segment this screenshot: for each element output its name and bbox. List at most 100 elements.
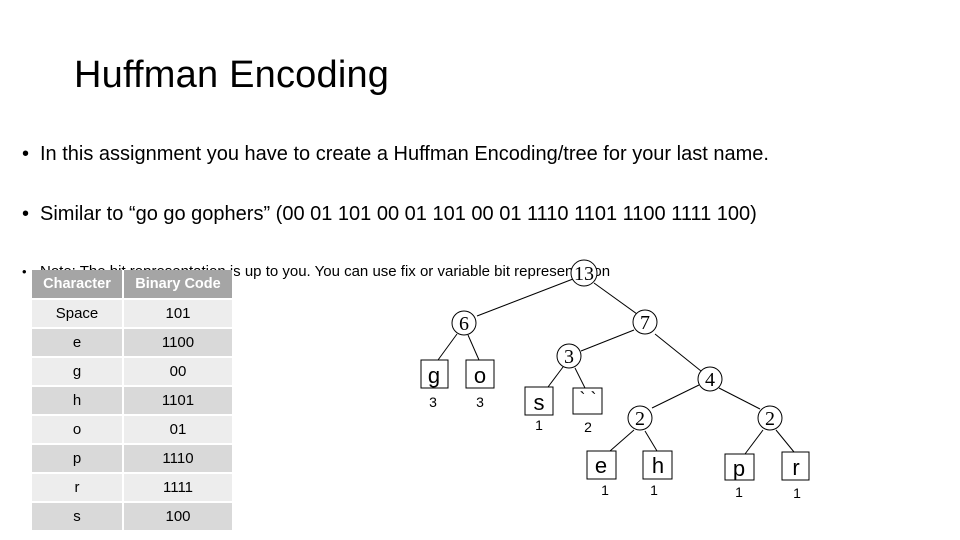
tree-edge bbox=[580, 329, 635, 352]
tree-edge bbox=[644, 430, 658, 452]
leaf-freq: 1 bbox=[601, 482, 609, 498]
table-cell-character: o bbox=[32, 415, 124, 445]
node-value: 2 bbox=[765, 408, 775, 430]
tree-edges bbox=[437, 278, 795, 455]
leaf-box bbox=[420, 359, 449, 389]
tree-edge bbox=[775, 429, 795, 453]
tree-edge bbox=[437, 333, 458, 361]
node-value: 6 bbox=[459, 313, 469, 335]
table-cell-code: 00 bbox=[123, 357, 234, 387]
leaf-freq: 3 bbox=[476, 394, 484, 410]
node-value: 7 bbox=[640, 312, 650, 334]
table-cell-character: s bbox=[32, 502, 124, 532]
leaf-box bbox=[642, 450, 673, 480]
leaf-freq: 3 bbox=[429, 394, 437, 410]
tree-edge bbox=[574, 367, 586, 389]
table-cell-character: p bbox=[32, 444, 124, 474]
node-2-left: 2 bbox=[627, 405, 653, 431]
leaf-g: g 3 bbox=[420, 359, 449, 410]
table-row: e 1100 bbox=[32, 328, 234, 358]
node-circle bbox=[451, 310, 477, 336]
leaf-freq: 2 bbox=[584, 419, 592, 435]
tree-edge bbox=[547, 366, 564, 388]
tree-edge bbox=[654, 333, 702, 372]
table-cell-code: 1110 bbox=[123, 444, 234, 474]
leaf-char: o bbox=[474, 363, 486, 388]
leaf-p: p 1 bbox=[724, 453, 755, 500]
leaf-char: s bbox=[534, 390, 545, 415]
table-cell-code: 1111 bbox=[123, 473, 234, 503]
leaf-box bbox=[524, 386, 554, 416]
node-circle bbox=[627, 405, 653, 431]
leaf-char: ` ` bbox=[580, 389, 597, 409]
column-header-binary-code: Binary Code bbox=[123, 270, 234, 300]
table-cell-code: 1100 bbox=[123, 328, 234, 358]
table-row: Space 101 bbox=[32, 299, 234, 329]
leaf-space: ` ` 2 bbox=[572, 387, 603, 435]
leaf-freq: 1 bbox=[735, 484, 743, 500]
node-circle bbox=[556, 343, 582, 369]
leaf-box bbox=[465, 359, 495, 389]
node-value: 13 bbox=[574, 263, 594, 285]
table-cell-code: 101 bbox=[123, 299, 234, 329]
node-13: 13 bbox=[570, 259, 598, 287]
leaf-char: e bbox=[595, 453, 607, 478]
table-cell-character: r bbox=[32, 473, 124, 503]
leaf-freq: 1 bbox=[793, 485, 801, 501]
table-row: p 1110 bbox=[32, 444, 234, 474]
leaf-char: g bbox=[428, 363, 440, 388]
leaf-s: s 1 bbox=[524, 386, 554, 433]
bullet-item: In this assignment you have to create a … bbox=[22, 142, 942, 166]
leaf-r: r 1 bbox=[781, 451, 810, 501]
node-value: 3 bbox=[564, 346, 574, 368]
leaf-box bbox=[781, 451, 810, 481]
table-cell-code: 1101 bbox=[123, 386, 234, 416]
table-row: o 01 bbox=[32, 415, 234, 445]
leaf-o: o 3 bbox=[465, 359, 495, 410]
node-circle bbox=[632, 309, 658, 335]
node-7: 7 bbox=[632, 309, 658, 335]
table-cell-character: h bbox=[32, 386, 124, 416]
tree-edge bbox=[593, 282, 638, 315]
table-row: r 1111 bbox=[32, 473, 234, 503]
table-row: s 100 bbox=[32, 502, 234, 532]
node-2-right: 2 bbox=[757, 405, 783, 431]
table-row: h 1101 bbox=[32, 386, 234, 416]
tree-edge bbox=[651, 384, 700, 409]
table-header-row: Character Binary Code bbox=[32, 270, 234, 300]
node-6: 6 bbox=[451, 310, 477, 336]
table-cell-character: e bbox=[32, 328, 124, 358]
leaf-freq: 1 bbox=[535, 417, 543, 433]
node-value: 2 bbox=[635, 408, 645, 430]
table-cell-code: 100 bbox=[123, 502, 234, 532]
leaf-char: r bbox=[792, 455, 799, 480]
tree-edge bbox=[718, 387, 761, 410]
node-circle bbox=[570, 259, 598, 287]
table-row: g 00 bbox=[32, 357, 234, 387]
leaf-box bbox=[586, 450, 617, 480]
binary-code-table: Character Binary Code Space 101 e 1100 g… bbox=[32, 270, 234, 532]
leaf-box bbox=[572, 387, 603, 415]
leaf-e: e 1 bbox=[586, 450, 617, 498]
slide-title: Huffman Encoding bbox=[74, 54, 390, 96]
leaf-char: h bbox=[652, 453, 664, 478]
node-circle bbox=[757, 405, 783, 431]
column-header-character: Character bbox=[32, 270, 124, 300]
node-4: 4 bbox=[697, 366, 723, 392]
node-3: 3 bbox=[556, 343, 582, 369]
table-cell-character: Space bbox=[32, 299, 124, 329]
leaf-char: p bbox=[733, 456, 745, 481]
leaf-freq: 1 bbox=[650, 482, 658, 498]
table-cell-code: 01 bbox=[123, 415, 234, 445]
tree-edge bbox=[467, 334, 480, 361]
leaf-h: h 1 bbox=[642, 450, 673, 498]
bullet-item: Similar to “go go gophers” (00 01 101 00… bbox=[22, 202, 942, 226]
leaf-box bbox=[724, 453, 755, 481]
tree-edge bbox=[609, 429, 635, 452]
tree-edge bbox=[476, 278, 574, 317]
tree-edge bbox=[744, 429, 764, 455]
node-value: 4 bbox=[705, 369, 715, 391]
table-cell-character: g bbox=[32, 357, 124, 387]
